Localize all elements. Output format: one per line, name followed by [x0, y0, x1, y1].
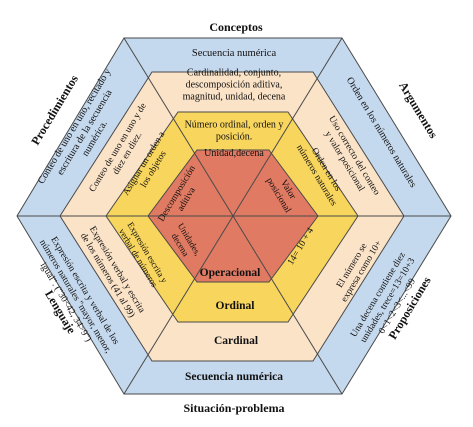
label-situacion-problema: Situación-problema — [183, 401, 284, 415]
blue-bottom-text: Secuencia numérica — [185, 371, 283, 383]
peach-top-text-lines: Cardinalidad, conjunto,descomposición ad… — [183, 68, 286, 103]
text-line: Número ordinal, orden y — [185, 120, 284, 131]
text-line: posición. — [216, 131, 252, 142]
sector-dividers — [17, 37, 451, 395]
label-argumentos: Argumentos — [396, 79, 441, 141]
peach-bottom-text: Cardinal — [214, 335, 258, 347]
blue-top-text: Secuencia numérica — [192, 48, 277, 59]
peach-top-text: Cardinalidad, conjunto,descomposición ad… — [183, 68, 286, 103]
text-line: descomposición aditiva, — [186, 80, 283, 91]
text-line: Cardinalidad, conjunto, — [187, 68, 281, 79]
text-line: magnitud, unidad, decena — [183, 91, 286, 102]
yellow-bottom-text: Ordinal — [216, 300, 255, 312]
red-bottom-text: Operacional — [200, 267, 261, 279]
label-conceptos: Conceptos — [209, 20, 263, 34]
red-top-text: Unidad,decena — [204, 148, 264, 159]
